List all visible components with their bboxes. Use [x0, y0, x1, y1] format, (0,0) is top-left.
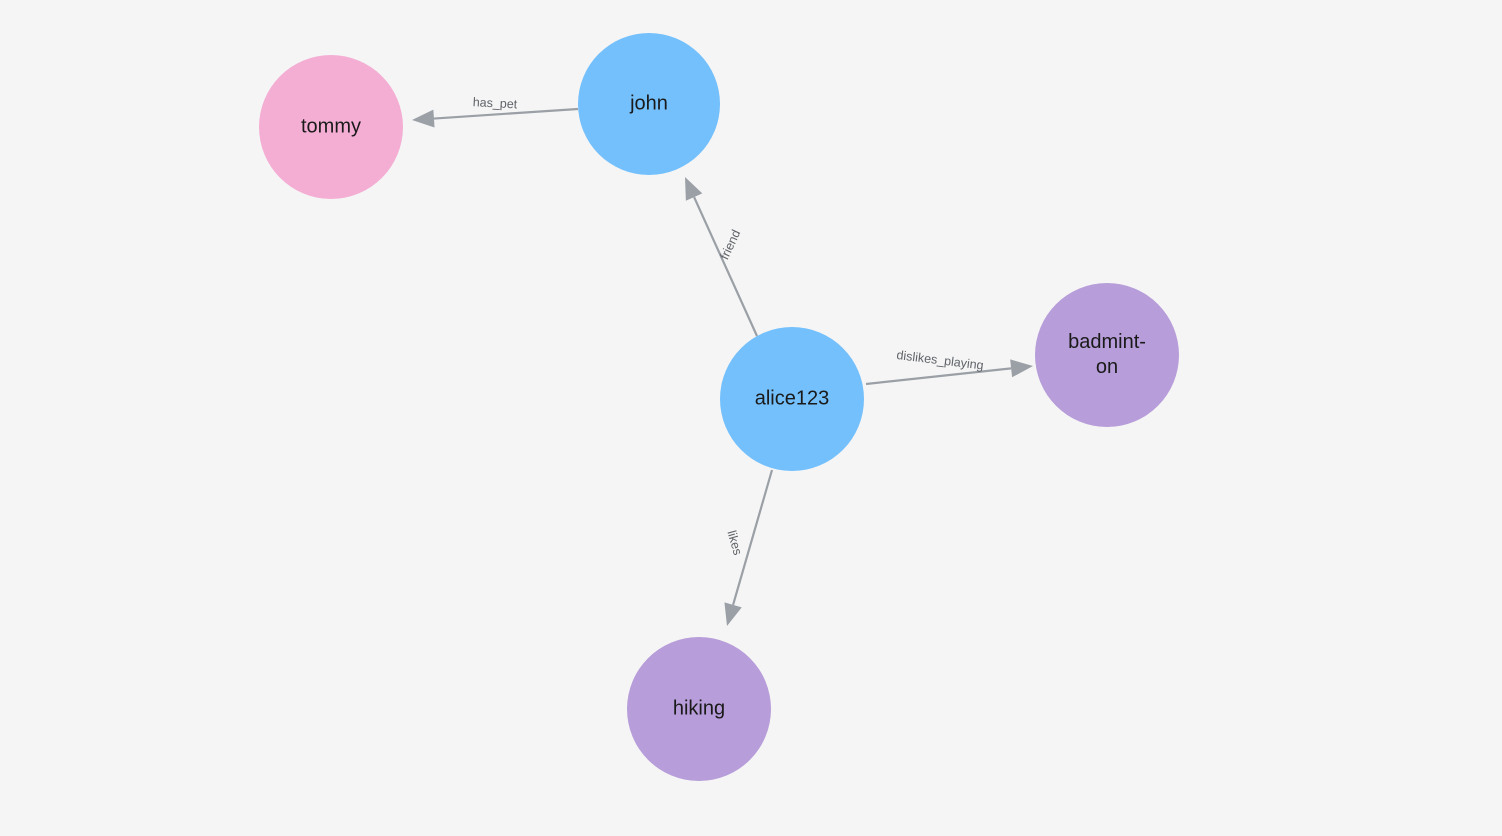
graph-edge[interactable]: likes	[724, 469, 774, 626]
edge-arrowhead-icon	[724, 602, 742, 626]
nodes-layer: tommy john alice123 badmint-on hiking	[259, 33, 1179, 781]
edge-line	[433, 107, 579, 120]
graph-edge[interactable]: has_pet	[412, 95, 579, 128]
node-circle[interactable]	[578, 33, 720, 175]
edge-arrowhead-icon	[412, 109, 435, 128]
graph-node-alice123[interactable]: alice123	[720, 327, 864, 471]
edge-label: likes	[724, 529, 744, 557]
graph-node-john[interactable]: john	[578, 33, 720, 175]
graph-edge[interactable]: dislikes_playing	[865, 348, 1033, 386]
edge-arrowhead-icon	[685, 177, 703, 201]
edge-label: dislikes_playing	[896, 348, 985, 373]
node-circle[interactable]	[720, 327, 864, 471]
node-circle[interactable]	[259, 55, 403, 199]
edge-label: friend	[717, 228, 743, 262]
graph-node-tommy[interactable]: tommy	[259, 55, 403, 199]
edge-line	[865, 367, 1012, 386]
edge-line	[732, 469, 774, 606]
node-circle[interactable]	[627, 637, 771, 781]
edge-label: has_pet	[472, 95, 518, 111]
graph-node-hiking[interactable]: hiking	[627, 637, 771, 781]
graph-edge[interactable]: friend	[685, 177, 759, 337]
node-circle[interactable]	[1035, 283, 1179, 427]
edge-line	[693, 196, 759, 337]
edge-arrowhead-icon	[1010, 359, 1033, 378]
graph-node-badminton[interactable]: badmint-on	[1035, 283, 1179, 427]
